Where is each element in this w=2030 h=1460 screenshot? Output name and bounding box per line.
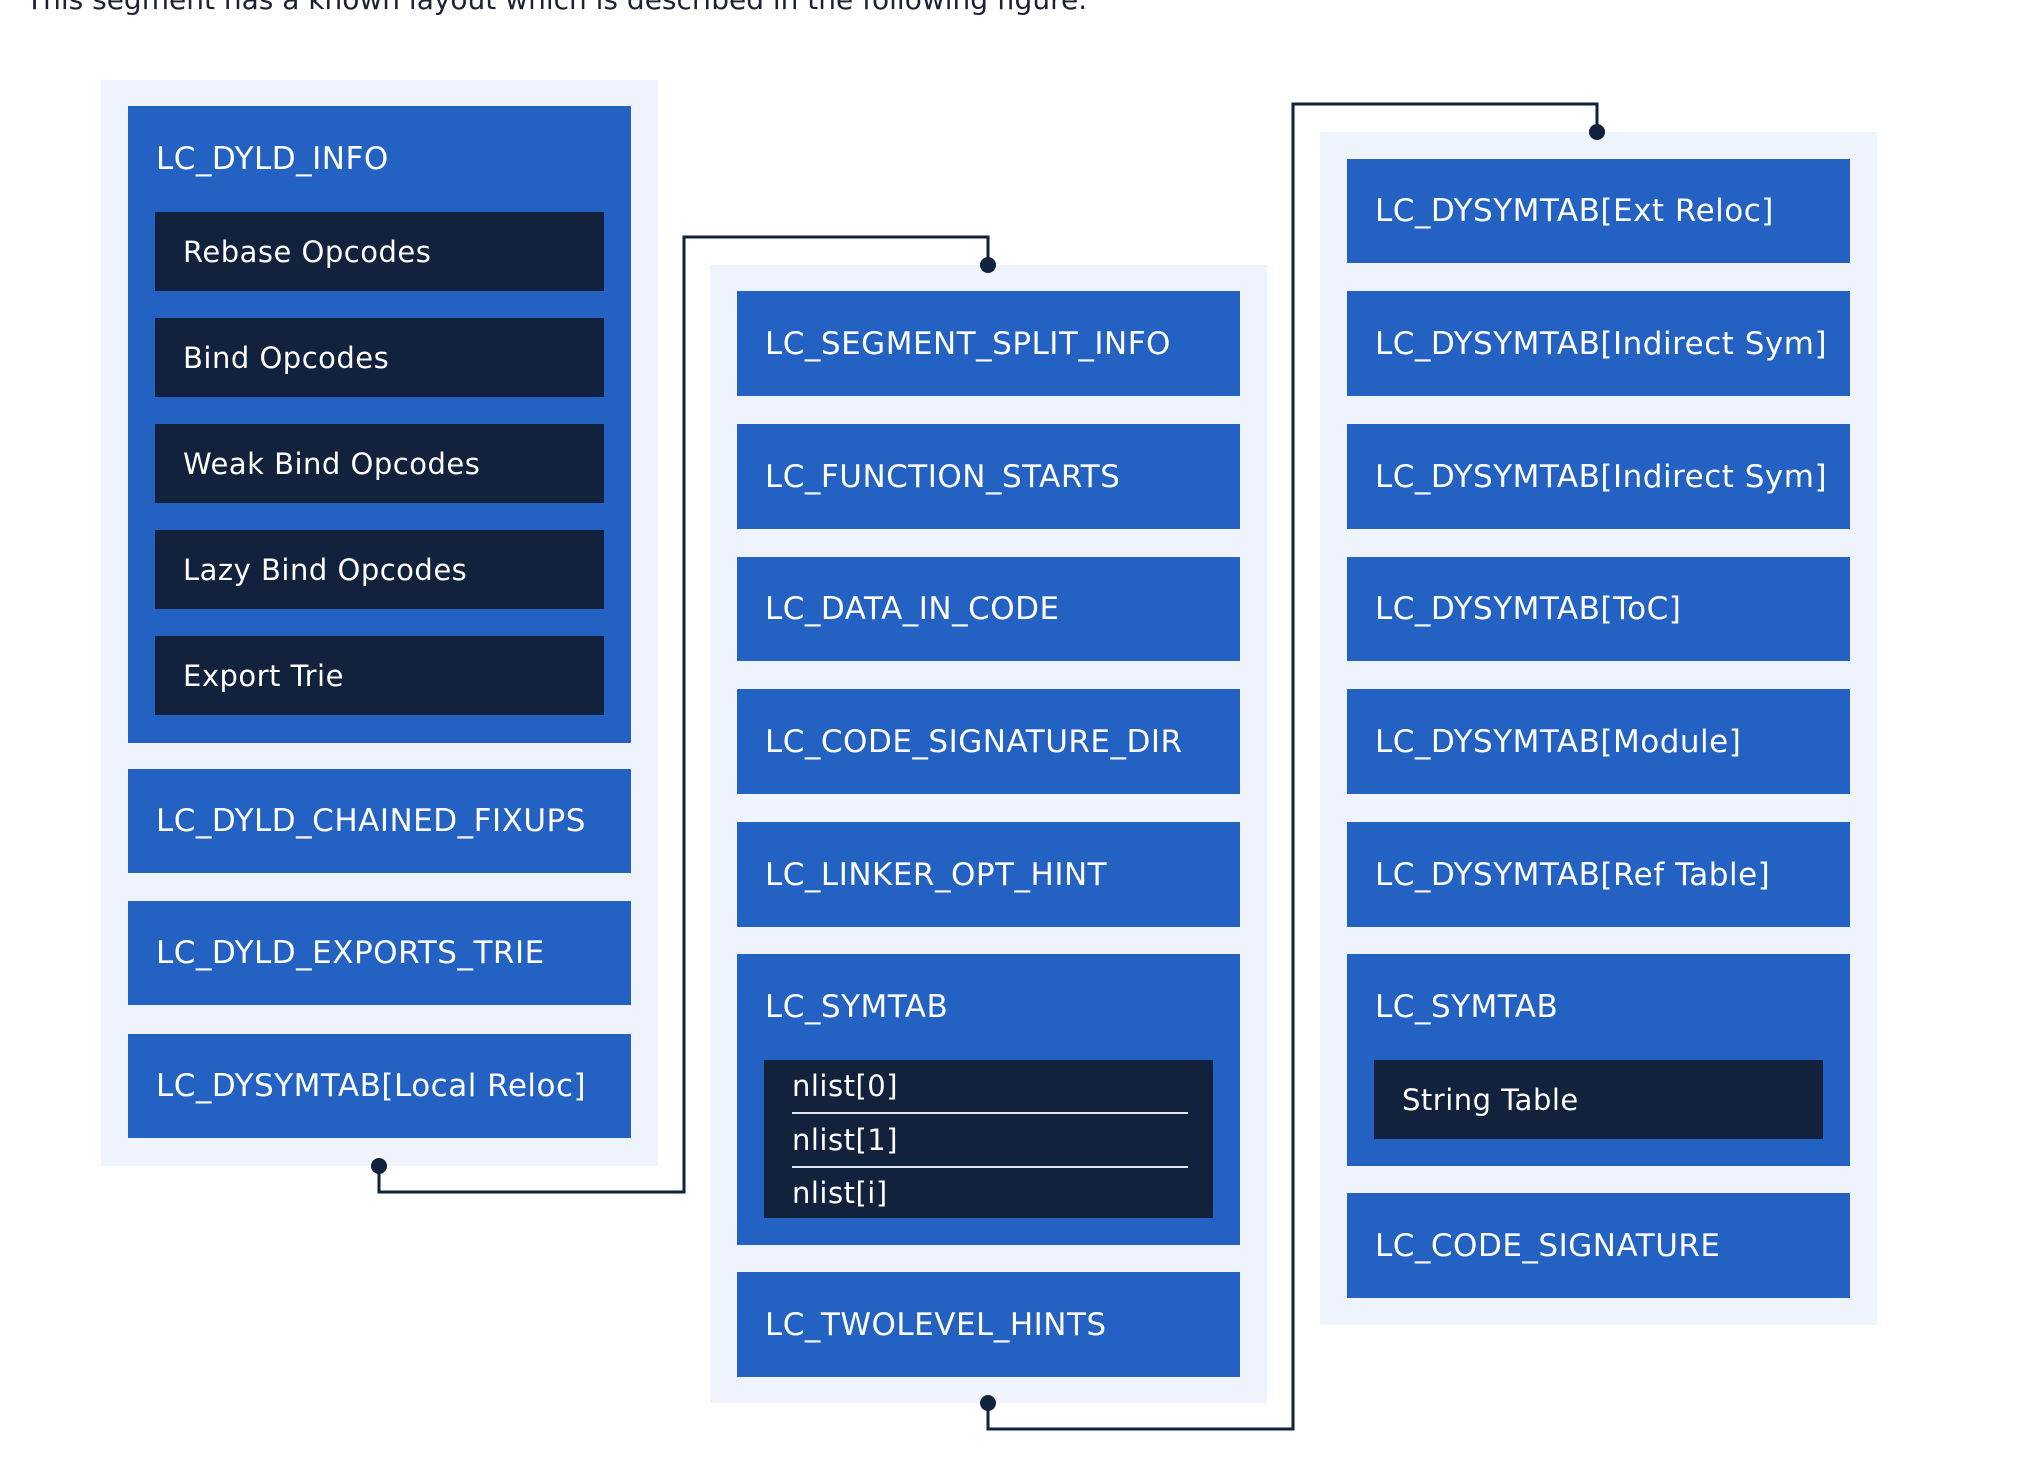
intro-text: This segment has a known layout which is… — [26, 0, 1087, 16]
lc-function-starts-box: LC_FUNCTION_STARTS — [737, 424, 1240, 529]
nlist-block: nlist[0] nlist[1] nlist[i] — [764, 1060, 1213, 1218]
lc-dyld-chained-fixups-box: LC_DYLD_CHAINED_FIXUPS — [128, 769, 631, 873]
lc-dysymtab-toc-box: LC_DYSYMTAB[ToC] — [1347, 557, 1850, 661]
export-trie-box: Export Trie — [155, 636, 604, 715]
nlist-divider — [792, 1112, 1188, 1114]
lc-linker-opt-hint-box: LC_LINKER_OPT_HINT — [737, 822, 1240, 927]
lc-dysymtab-local-reloc-box: LC_DYSYMTAB[Local Reloc] — [128, 1034, 631, 1138]
nlist-row: nlist[0] — [792, 1069, 899, 1103]
lc-segment-split-info-box: LC_SEGMENT_SPLIT_INFO — [737, 291, 1240, 396]
connector-dot — [980, 1395, 996, 1411]
lc-symtab-string-title: LC_SYMTAB — [1375, 989, 1559, 1025]
nlist-row: nlist[i] — [792, 1176, 888, 1210]
lc-symtab-title: LC_SYMTAB — [765, 989, 949, 1025]
connector-dot — [371, 1158, 387, 1174]
bind-opcodes-box: Bind Opcodes — [155, 318, 604, 397]
lc-dysymtab-ext-reloc-box: LC_DYSYMTAB[Ext Reloc] — [1347, 159, 1850, 263]
lc-dysymtab-indirect-sym-box: LC_DYSYMTAB[Indirect Sym] — [1347, 291, 1850, 396]
lc-twolevel-hints-box: LC_TWOLEVEL_HINTS — [737, 1272, 1240, 1377]
nlist-row: nlist[1] — [792, 1123, 899, 1157]
lc-code-signature-dir-box: LC_CODE_SIGNATURE_DIR — [737, 689, 1240, 794]
lc-data-in-code-box: LC_DATA_IN_CODE — [737, 557, 1240, 661]
lazy-bind-opcodes-box: Lazy Bind Opcodes — [155, 530, 604, 609]
connector-col1-to-col2 — [377, 235, 990, 1194]
lc-dyld-info-title: LC_DYLD_INFO — [156, 141, 389, 177]
lc-dysymtab-module-box: LC_DYSYMTAB[Module] — [1347, 689, 1850, 794]
nlist-divider — [792, 1166, 1188, 1168]
lc-dysymtab-ref-table-box: LC_DYSYMTAB[Ref Table] — [1347, 822, 1850, 927]
lc-dyld-exports-trie-box: LC_DYLD_EXPORTS_TRIE — [128, 901, 631, 1005]
connector-col2-to-col3 — [986, 102, 1599, 1431]
string-table-box: String Table — [1374, 1060, 1823, 1139]
rebase-opcodes-box: Rebase Opcodes — [155, 212, 604, 291]
connector-dot — [1589, 124, 1605, 140]
weak-bind-opcodes-box: Weak Bind Opcodes — [155, 424, 604, 503]
lc-dysymtab-indirect-sym-box-2: LC_DYSYMTAB[Indirect Sym] — [1347, 424, 1850, 529]
lc-code-signature-box: LC_CODE_SIGNATURE — [1347, 1193, 1850, 1298]
connector-dot — [980, 257, 996, 273]
lc-symtab-group: LC_SYMTAB nlist[0] nlist[1] nlist[i] — [737, 954, 1240, 1245]
